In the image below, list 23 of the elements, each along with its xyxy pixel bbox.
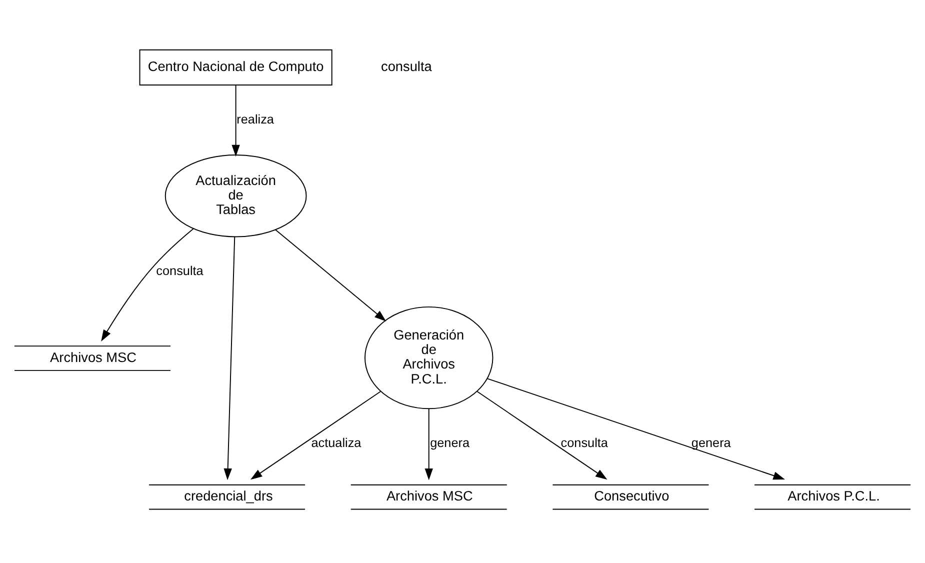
- node-text: credencial_drs: [184, 488, 273, 504]
- arrow: [274, 228, 386, 321]
- node-ellipse: Generación de Archivos P.C.L.: [364, 306, 494, 409]
- arrow: [232, 84, 240, 156]
- node-box: Centro Nacional de Computo: [139, 48, 332, 85]
- arrow: [424, 408, 433, 480]
- label: consulta: [381, 58, 432, 74]
- edge-label: genera: [691, 436, 731, 450]
- node-text: Archivos MSC: [386, 488, 473, 504]
- arrow: [224, 236, 236, 480]
- arrow: [250, 390, 381, 480]
- arrow: [487, 378, 785, 480]
- node-text: Consecutivo: [594, 488, 670, 504]
- edge-label: genera: [430, 436, 470, 450]
- node-text: Archivos MSC: [50, 349, 136, 364]
- edge-label: actualiza: [311, 436, 362, 450]
- node-text: Archivos P.C.L.: [788, 488, 880, 504]
- arrow: [476, 390, 608, 480]
- edge-label: consulta: [560, 436, 608, 450]
- edge-label: consulta: [156, 263, 204, 278]
- node-ellipse: Actualización de Tablas: [164, 154, 307, 237]
- edge-label: realiza: [236, 112, 274, 126]
- arrow: [101, 228, 194, 341]
